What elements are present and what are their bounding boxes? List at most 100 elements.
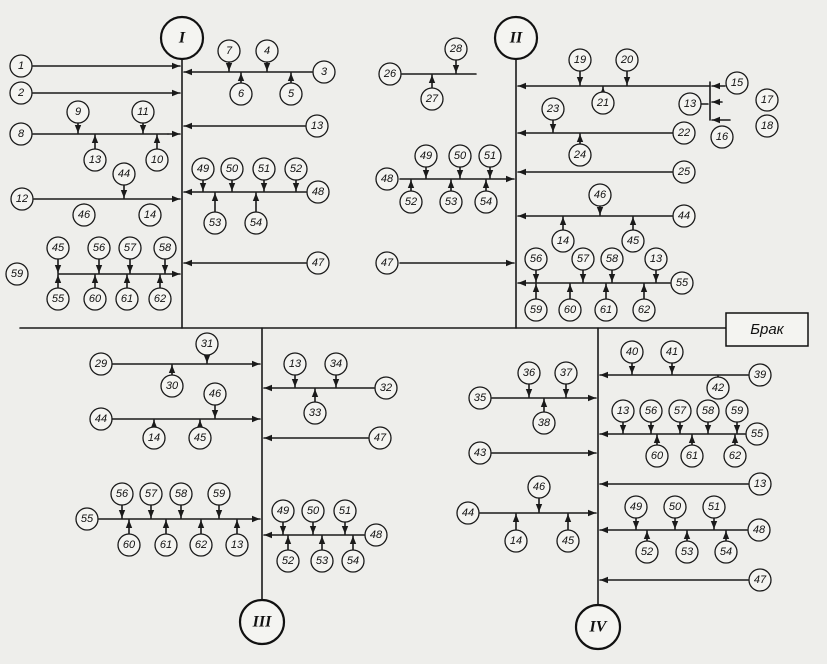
node-circle — [663, 495, 687, 519]
arrowhead-67 — [602, 284, 610, 292]
node-label: 52 — [641, 546, 653, 558]
arrowhead-92 — [309, 526, 317, 534]
arrowhead-78 — [147, 510, 155, 518]
node-label: 56 — [116, 488, 129, 500]
node-d-6: 16 — [710, 125, 734, 149]
node-label: 53 — [209, 217, 222, 229]
arrowhead-76 — [252, 515, 260, 523]
main-node-IV: IV — [574, 603, 622, 651]
arrowhead-70 — [203, 355, 211, 363]
arrowhead-107 — [628, 366, 636, 374]
node-circle — [378, 62, 402, 86]
arrowhead-79 — [177, 510, 185, 518]
node-b-12: 54 — [244, 211, 268, 235]
node-f-7: 51 — [333, 499, 357, 523]
arrowhead-87 — [332, 379, 340, 387]
node-label: 48 — [370, 529, 383, 541]
arrowhead-100 — [540, 399, 548, 407]
node-circle — [312, 60, 336, 84]
node-h-7: 58 — [696, 399, 720, 423]
node-a-1: 2 — [9, 81, 33, 105]
node-circle — [333, 499, 357, 523]
node-a-6: 10 — [145, 148, 169, 172]
node-circle — [675, 540, 699, 564]
arrowhead-22 — [225, 63, 233, 71]
arrowhead-24 — [237, 73, 245, 81]
node-label: 5 — [288, 88, 295, 100]
node-f-1: 34 — [324, 352, 348, 376]
node-e-11: 55 — [75, 507, 99, 531]
node-e-1: 29 — [89, 352, 113, 376]
arrowhead-25 — [287, 73, 295, 81]
node-label: 22 — [677, 127, 690, 139]
node-label: 56 — [93, 242, 106, 254]
node-c-2: 27 — [420, 87, 444, 111]
node-c-0: 28 — [444, 37, 468, 61]
node-b-1: 4 — [255, 39, 279, 63]
node-a-15: 59 — [5, 262, 29, 286]
arrowhead-95 — [318, 536, 326, 544]
arrowhead-9 — [120, 190, 128, 198]
main-node-III: III — [238, 598, 286, 646]
node-g-8: 45 — [556, 529, 580, 553]
node-circle — [714, 540, 738, 564]
node-label: 9 — [75, 106, 81, 118]
arrowhead-123 — [710, 521, 718, 529]
arrowhead-94 — [284, 536, 292, 544]
node-label: 44 — [462, 507, 474, 519]
node-circle — [89, 352, 113, 376]
node-circle — [755, 114, 779, 138]
node-label: 32 — [380, 382, 392, 394]
node-circle — [696, 399, 720, 423]
arrowhead-125 — [683, 531, 691, 539]
node-circle — [188, 426, 212, 450]
node-circle — [620, 340, 644, 364]
node-a-10: 14 — [138, 203, 162, 227]
reject-box-label: Брак — [750, 321, 784, 338]
node-circle — [118, 236, 142, 260]
node-d-18: 58 — [600, 247, 624, 271]
node-circle — [468, 441, 492, 465]
node-circle — [255, 39, 279, 63]
arrowhead-41 — [407, 180, 415, 188]
node-label: 57 — [145, 488, 158, 500]
node-h-16: 51 — [702, 495, 726, 519]
node-circle — [195, 332, 219, 356]
node-circle — [439, 190, 463, 214]
node-e-13: 61 — [154, 533, 178, 557]
node-label: 60 — [564, 304, 577, 316]
node-c-9: 54 — [474, 190, 498, 214]
node-c-1: 26 — [378, 62, 402, 86]
arrowhead-47 — [623, 77, 631, 85]
node-label: 60 — [123, 539, 136, 551]
node-h-11: 61 — [680, 444, 704, 468]
node-label: 46 — [78, 209, 91, 221]
node-a-5: 13 — [83, 148, 107, 172]
node-d-1: 20 — [615, 48, 639, 72]
arrowhead-30 — [260, 183, 268, 191]
node-circle — [680, 444, 704, 468]
node-d-19: 13 — [644, 247, 668, 271]
arrowhead-117 — [688, 435, 696, 443]
node-circle — [375, 167, 399, 191]
node-circle — [252, 157, 276, 181]
node-label: 14 — [144, 209, 156, 221]
arrowhead-127 — [600, 576, 608, 584]
node-circle — [83, 148, 107, 172]
arrowhead-62 — [579, 274, 587, 282]
main-node-II-label: II — [509, 30, 523, 47]
node-c-5: 50 — [448, 144, 472, 168]
node-label: 55 — [81, 513, 94, 525]
arrowhead-102 — [588, 509, 596, 517]
node-label: 36 — [523, 367, 536, 379]
node-label: 52 — [405, 196, 417, 208]
node-label: 13 — [311, 120, 324, 132]
node-circle — [556, 529, 580, 553]
node-a-14: 58 — [153, 236, 177, 260]
node-circle — [66, 100, 90, 124]
node-circle — [207, 482, 231, 506]
main-node-II: II — [493, 15, 539, 61]
node-label: 58 — [606, 253, 619, 265]
node-a-2: 9 — [66, 100, 90, 124]
